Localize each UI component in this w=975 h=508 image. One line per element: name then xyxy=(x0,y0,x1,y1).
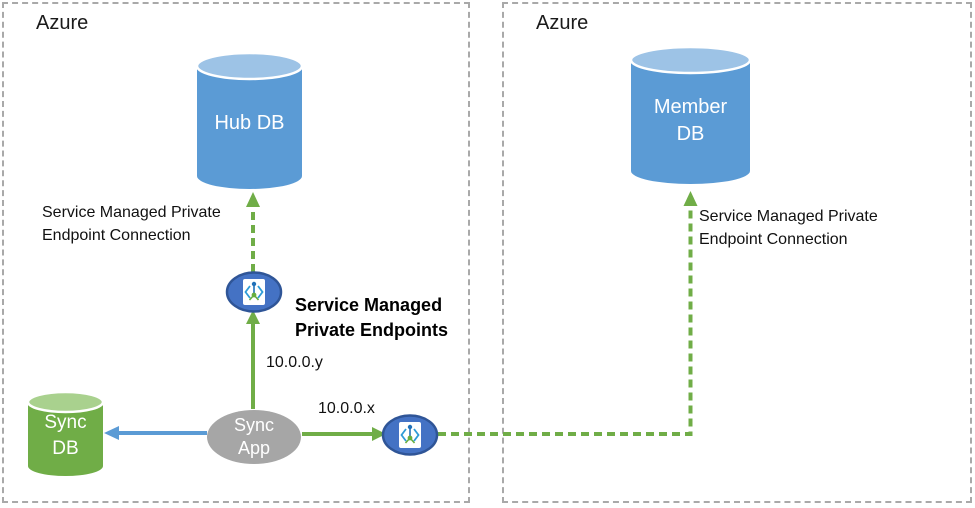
connection-label-left: Service Managed Private Endpoint Connect… xyxy=(42,204,221,244)
hub-db-label: Hub DB xyxy=(214,112,285,134)
sync-app-label: Sync App xyxy=(233,415,275,459)
azure-region-left-title: Azure xyxy=(36,12,89,34)
member-db-label: Member DB xyxy=(653,96,728,145)
sync-db-label: Sync DB xyxy=(44,412,87,459)
azure-region-right: Azure xyxy=(502,2,972,503)
azure-region-right-title: Azure xyxy=(536,12,589,34)
private-endpoints-title: Service Managed Private Endpoints xyxy=(295,295,449,341)
connection-label-right: Service Managed Private Endpoint Connect… xyxy=(699,208,878,248)
ip-label-y: 10.0.0.y xyxy=(266,354,323,371)
ip-label-x: 10.0.0.x xyxy=(318,400,375,417)
